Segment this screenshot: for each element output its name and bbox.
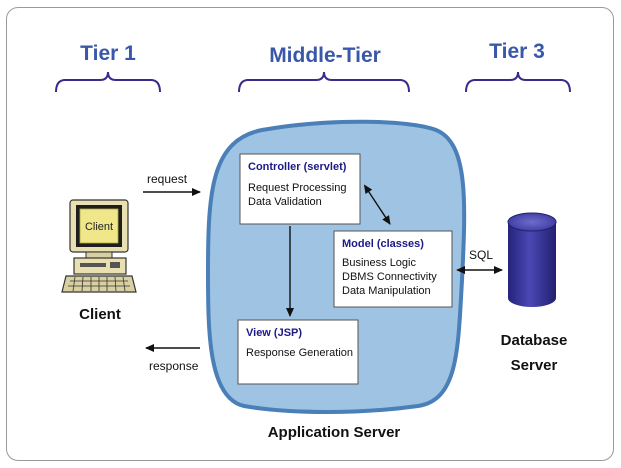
controller-line: Request Processing — [248, 182, 346, 194]
model-line: Business Logic — [342, 257, 416, 269]
sql-label: SQL — [469, 248, 493, 262]
tier3-brace — [465, 71, 571, 93]
controller-box: Controller (servlet) Request Processing … — [239, 153, 361, 225]
middle-tier-brace — [238, 71, 410, 93]
model-line: DBMS Connectivity — [342, 271, 437, 283]
response-label: response — [149, 359, 199, 373]
model-title: Model (classes) — [342, 238, 424, 250]
database-caption-line1: Database — [501, 332, 568, 349]
controller-model-arrow — [363, 184, 391, 225]
controller-title: Controller (servlet) — [248, 161, 347, 173]
client-screen-label: Client — [85, 221, 113, 233]
view-title: View (JSP) — [246, 327, 302, 339]
application-server-caption: Application Server — [268, 424, 401, 441]
tier1-brace — [55, 71, 161, 93]
client-computer-icon: Client — [61, 199, 137, 293]
model-line: Data Manipulation — [342, 285, 431, 297]
middle-tier-heading: Middle-Tier — [269, 44, 381, 67]
request-label: request — [147, 172, 188, 186]
client-caption: Client — [79, 306, 121, 323]
view-line: Response Generation — [246, 347, 353, 359]
model-box: Model (classes) Business Logic DBMS Conn… — [333, 230, 453, 308]
tier3-heading: Tier 3 — [489, 40, 545, 63]
view-box: View (JSP) Response Generation — [237, 319, 359, 385]
database-icon — [507, 212, 557, 307]
tier1-heading: Tier 1 — [80, 42, 136, 65]
controller-line: Data Validation — [248, 196, 322, 208]
database-caption-line2: Server — [511, 357, 558, 374]
